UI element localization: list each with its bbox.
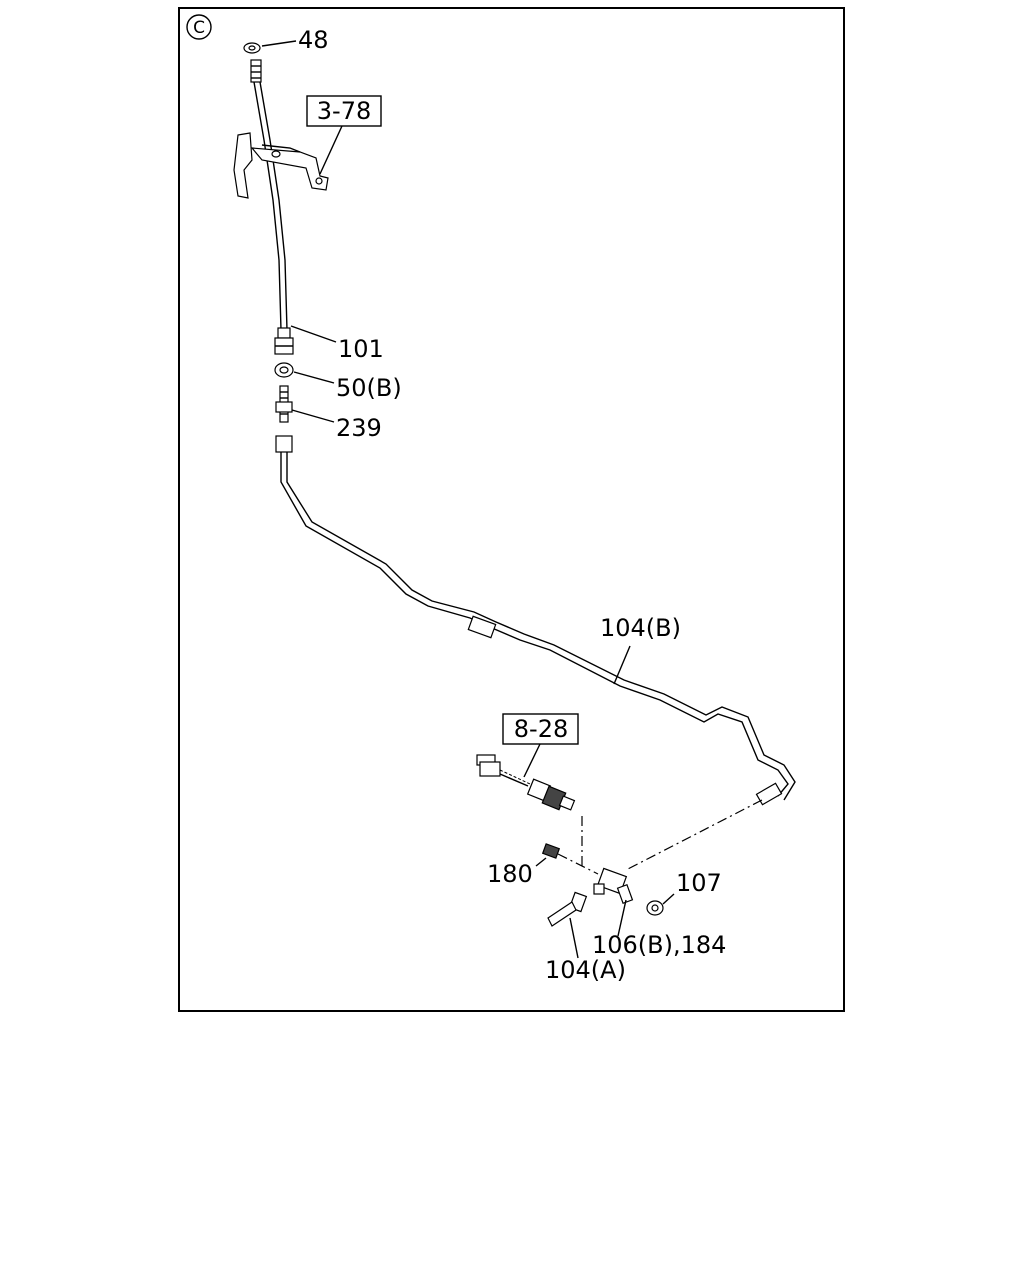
diagram-frame bbox=[178, 7, 845, 1012]
part-180 bbox=[541, 843, 561, 859]
part-48-washer bbox=[243, 42, 261, 54]
pipe-104b bbox=[275, 435, 796, 801]
label-101: 101 bbox=[338, 335, 384, 363]
bracket-3-78 bbox=[233, 132, 329, 199]
label-104a: 104(A) bbox=[545, 956, 626, 984]
label-104b: 104(B) bbox=[600, 614, 681, 642]
ref-box-3-78 bbox=[306, 95, 382, 127]
ref-8-28: 8-28 bbox=[514, 715, 568, 743]
label-50b: 50(B) bbox=[336, 374, 402, 402]
hose-lower-fitting bbox=[274, 327, 294, 355]
switch-8-28 bbox=[476, 754, 576, 811]
ref-box-8-28 bbox=[502, 713, 579, 745]
label-48: 48 bbox=[298, 26, 329, 54]
part-107-nut bbox=[646, 900, 664, 916]
hose-101 bbox=[253, 81, 288, 331]
corner-mark: C bbox=[186, 14, 212, 40]
part-106b-tee bbox=[593, 867, 634, 904]
label-107: 107 bbox=[676, 869, 722, 897]
corner-mark-text: C bbox=[193, 18, 205, 38]
ref-3-78: 3-78 bbox=[317, 97, 371, 125]
pipe-end-fitting bbox=[755, 782, 783, 806]
hose-upper-fitting bbox=[250, 59, 262, 83]
label-106b-184: 106(B),184 bbox=[592, 931, 726, 959]
pipe-104a bbox=[547, 891, 588, 927]
part-239-connector bbox=[275, 385, 293, 423]
label-239: 239 bbox=[336, 414, 382, 442]
label-180: 180 bbox=[487, 860, 533, 888]
part-50b-nut bbox=[274, 362, 294, 378]
